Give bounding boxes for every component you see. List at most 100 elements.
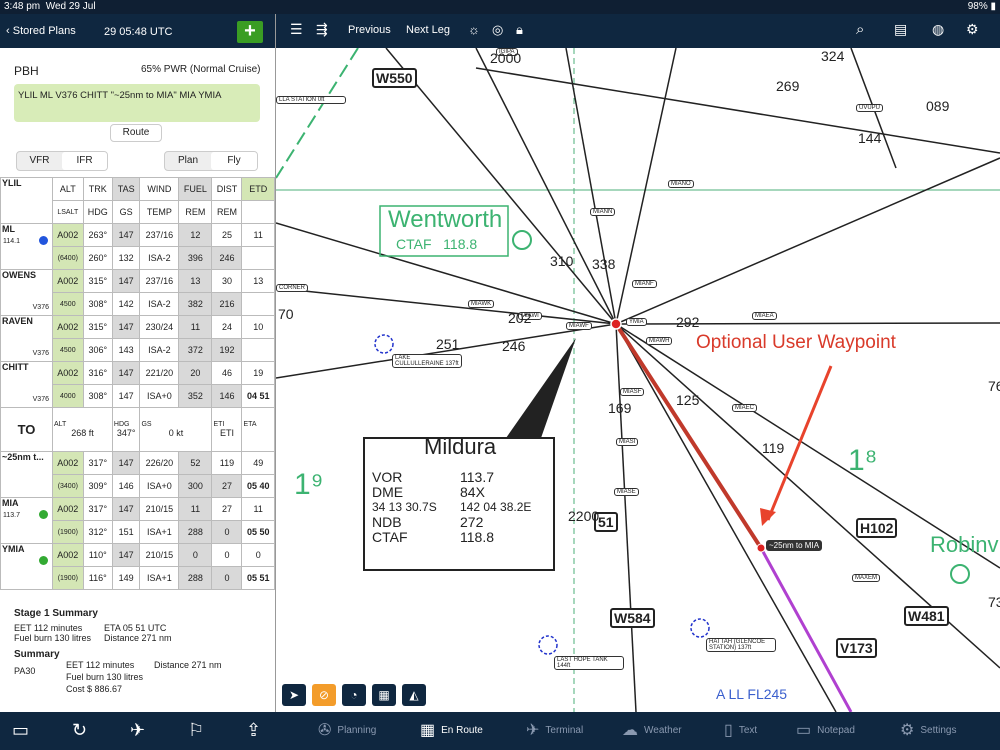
airplane-icon[interactable]: ✈ xyxy=(130,720,146,740)
vfr-ifr-toggle[interactable]: VFR IFR xyxy=(16,151,108,171)
tab-terminal[interactable]: ✈Terminal xyxy=(526,720,583,740)
waypoint-label[interactable]: MIAEA xyxy=(752,312,777,320)
plan-option[interactable]: Plan xyxy=(177,155,198,166)
waypoint-label[interactable]: CORNER xyxy=(276,284,309,292)
waypoint-label[interactable]: MIANF xyxy=(632,280,657,288)
tab-en-route[interactable]: ▦En Route xyxy=(420,720,483,740)
tab-weather[interactable]: ☁Weather xyxy=(622,720,682,740)
gauge-icon[interactable]: ◔ xyxy=(342,684,366,706)
ifr-option[interactable]: IFR xyxy=(62,152,107,170)
add-button[interactable]: + xyxy=(237,21,263,43)
chart-number: 169 xyxy=(608,400,632,416)
brightness-icon[interactable]: ☼ xyxy=(468,22,480,37)
plate-icon[interactable]: ▦ xyxy=(372,684,396,706)
tab-text[interactable]: ▯Text xyxy=(724,720,757,740)
chart-number: 202 xyxy=(508,310,532,326)
waypoint-label[interactable]: UVUPU xyxy=(856,104,884,112)
cell: 24 xyxy=(211,315,243,339)
back-button[interactable]: ‹ Stored Plans xyxy=(6,25,76,37)
cell: (1900) xyxy=(52,566,84,590)
tab-planning[interactable]: ✇Planning xyxy=(318,720,376,740)
flag-icon[interactable]: ⚐ xyxy=(188,720,205,740)
waypoint-label[interactable]: MAXEM xyxy=(852,574,881,582)
cell: 0 xyxy=(211,520,243,544)
layers-icon[interactable]: ▤ xyxy=(894,21,908,37)
cell xyxy=(241,338,275,362)
tab-notepad[interactable]: ▭Notepad xyxy=(796,720,855,740)
waypoint-label[interactable]: IGIPA xyxy=(496,48,518,56)
refresh-icon[interactable]: ↻ xyxy=(72,720,88,740)
user-waypoint-label[interactable]: ~25nm to MIA xyxy=(766,540,823,551)
route-button[interactable]: Route xyxy=(110,124,162,142)
profile-icon[interactable]: ◭ xyxy=(402,684,426,706)
cell: 27 xyxy=(211,497,243,521)
user-waypoint-marker[interactable] xyxy=(756,543,766,553)
waypoint-label[interactable]: MIASE xyxy=(614,488,639,496)
to-eta: ETA xyxy=(241,407,275,452)
waypoint-label[interactable]: MIASI xyxy=(616,438,639,446)
cell: 263° xyxy=(82,223,113,247)
search-icon[interactable]: ⌕ xyxy=(856,21,865,38)
power-setting[interactable]: 65% PWR (Normal Cruise) xyxy=(141,64,261,75)
waypoint-label[interactable]: MIAEC xyxy=(732,404,758,412)
route-string[interactable]: YLIL ML V376 CHITT "~25nm to MIA" MIA YM… xyxy=(14,84,260,122)
waypoint-label[interactable]: MIAWH xyxy=(646,337,673,345)
tab-settings[interactable]: ⚙Settings xyxy=(900,720,956,740)
cell: 46 xyxy=(211,361,243,385)
cell xyxy=(241,292,275,316)
waypoint-annotation: Optional User Waypoint xyxy=(696,332,896,353)
location-arrow-icon[interactable]: ➤ xyxy=(282,684,306,706)
lock-icon[interactable]: 🔒︎ xyxy=(516,22,523,37)
cell: 11 xyxy=(241,497,275,521)
fly-option[interactable]: Fly xyxy=(211,152,257,170)
tab-label: Settings xyxy=(920,724,957,736)
gears-icon[interactable]: ⚙ xyxy=(966,21,979,37)
previous-button[interactable]: Previous xyxy=(348,24,391,36)
vfr-option[interactable]: VFR xyxy=(29,155,50,166)
share-icon[interactable]: ⇪ xyxy=(246,720,262,740)
en-route-chart[interactable]: Optional User Waypoint Wentworth CTAF 11… xyxy=(276,48,1000,712)
waypoint-label[interactable]: MIANN xyxy=(590,208,616,216)
chart-number: 125 xyxy=(676,392,700,408)
route-icon[interactable]: ⇶ xyxy=(316,21,328,37)
plan-header: ‹ Stored Plans 29 05:48 UTC + xyxy=(0,14,275,48)
ymia-marker[interactable] xyxy=(610,318,622,330)
lifebuoy-icon[interactable]: ◎ xyxy=(492,22,504,37)
waypoint-cell[interactable]: ~25nm t... xyxy=(0,451,53,498)
plan-fly-toggle[interactable]: Plan Fly xyxy=(164,151,258,171)
waypoint-label[interactable]: MIAWK xyxy=(468,300,495,308)
waypoint-label[interactable]: MIASF xyxy=(620,388,645,396)
col-tas: TAS xyxy=(111,177,141,201)
next-route-leg xyxy=(759,547,853,712)
folder-icon[interactable]: ▭ xyxy=(12,720,30,740)
next-leg-button[interactable]: Next Leg xyxy=(406,24,451,36)
aircraft-id[interactable]: PBH xyxy=(14,64,39,78)
waypoint-label[interactable]: MIAWI xyxy=(518,312,542,320)
stage-summary-title: Stage 1 Summary xyxy=(14,608,98,619)
waypoint-cell[interactable]: YMIA xyxy=(0,543,53,590)
globe-icon[interactable]: ◍ xyxy=(932,21,945,37)
waypoint-label[interactable]: MIAWF xyxy=(566,322,592,330)
waypoint-label[interactable]: YMIA xyxy=(626,318,647,326)
list-icon[interactable]: ☰ xyxy=(290,21,303,37)
col-alt: ALT xyxy=(52,177,84,201)
waypoint-label[interactable]: MIANO xyxy=(668,180,694,188)
compass-icon[interactable]: ⊘ xyxy=(312,684,336,706)
